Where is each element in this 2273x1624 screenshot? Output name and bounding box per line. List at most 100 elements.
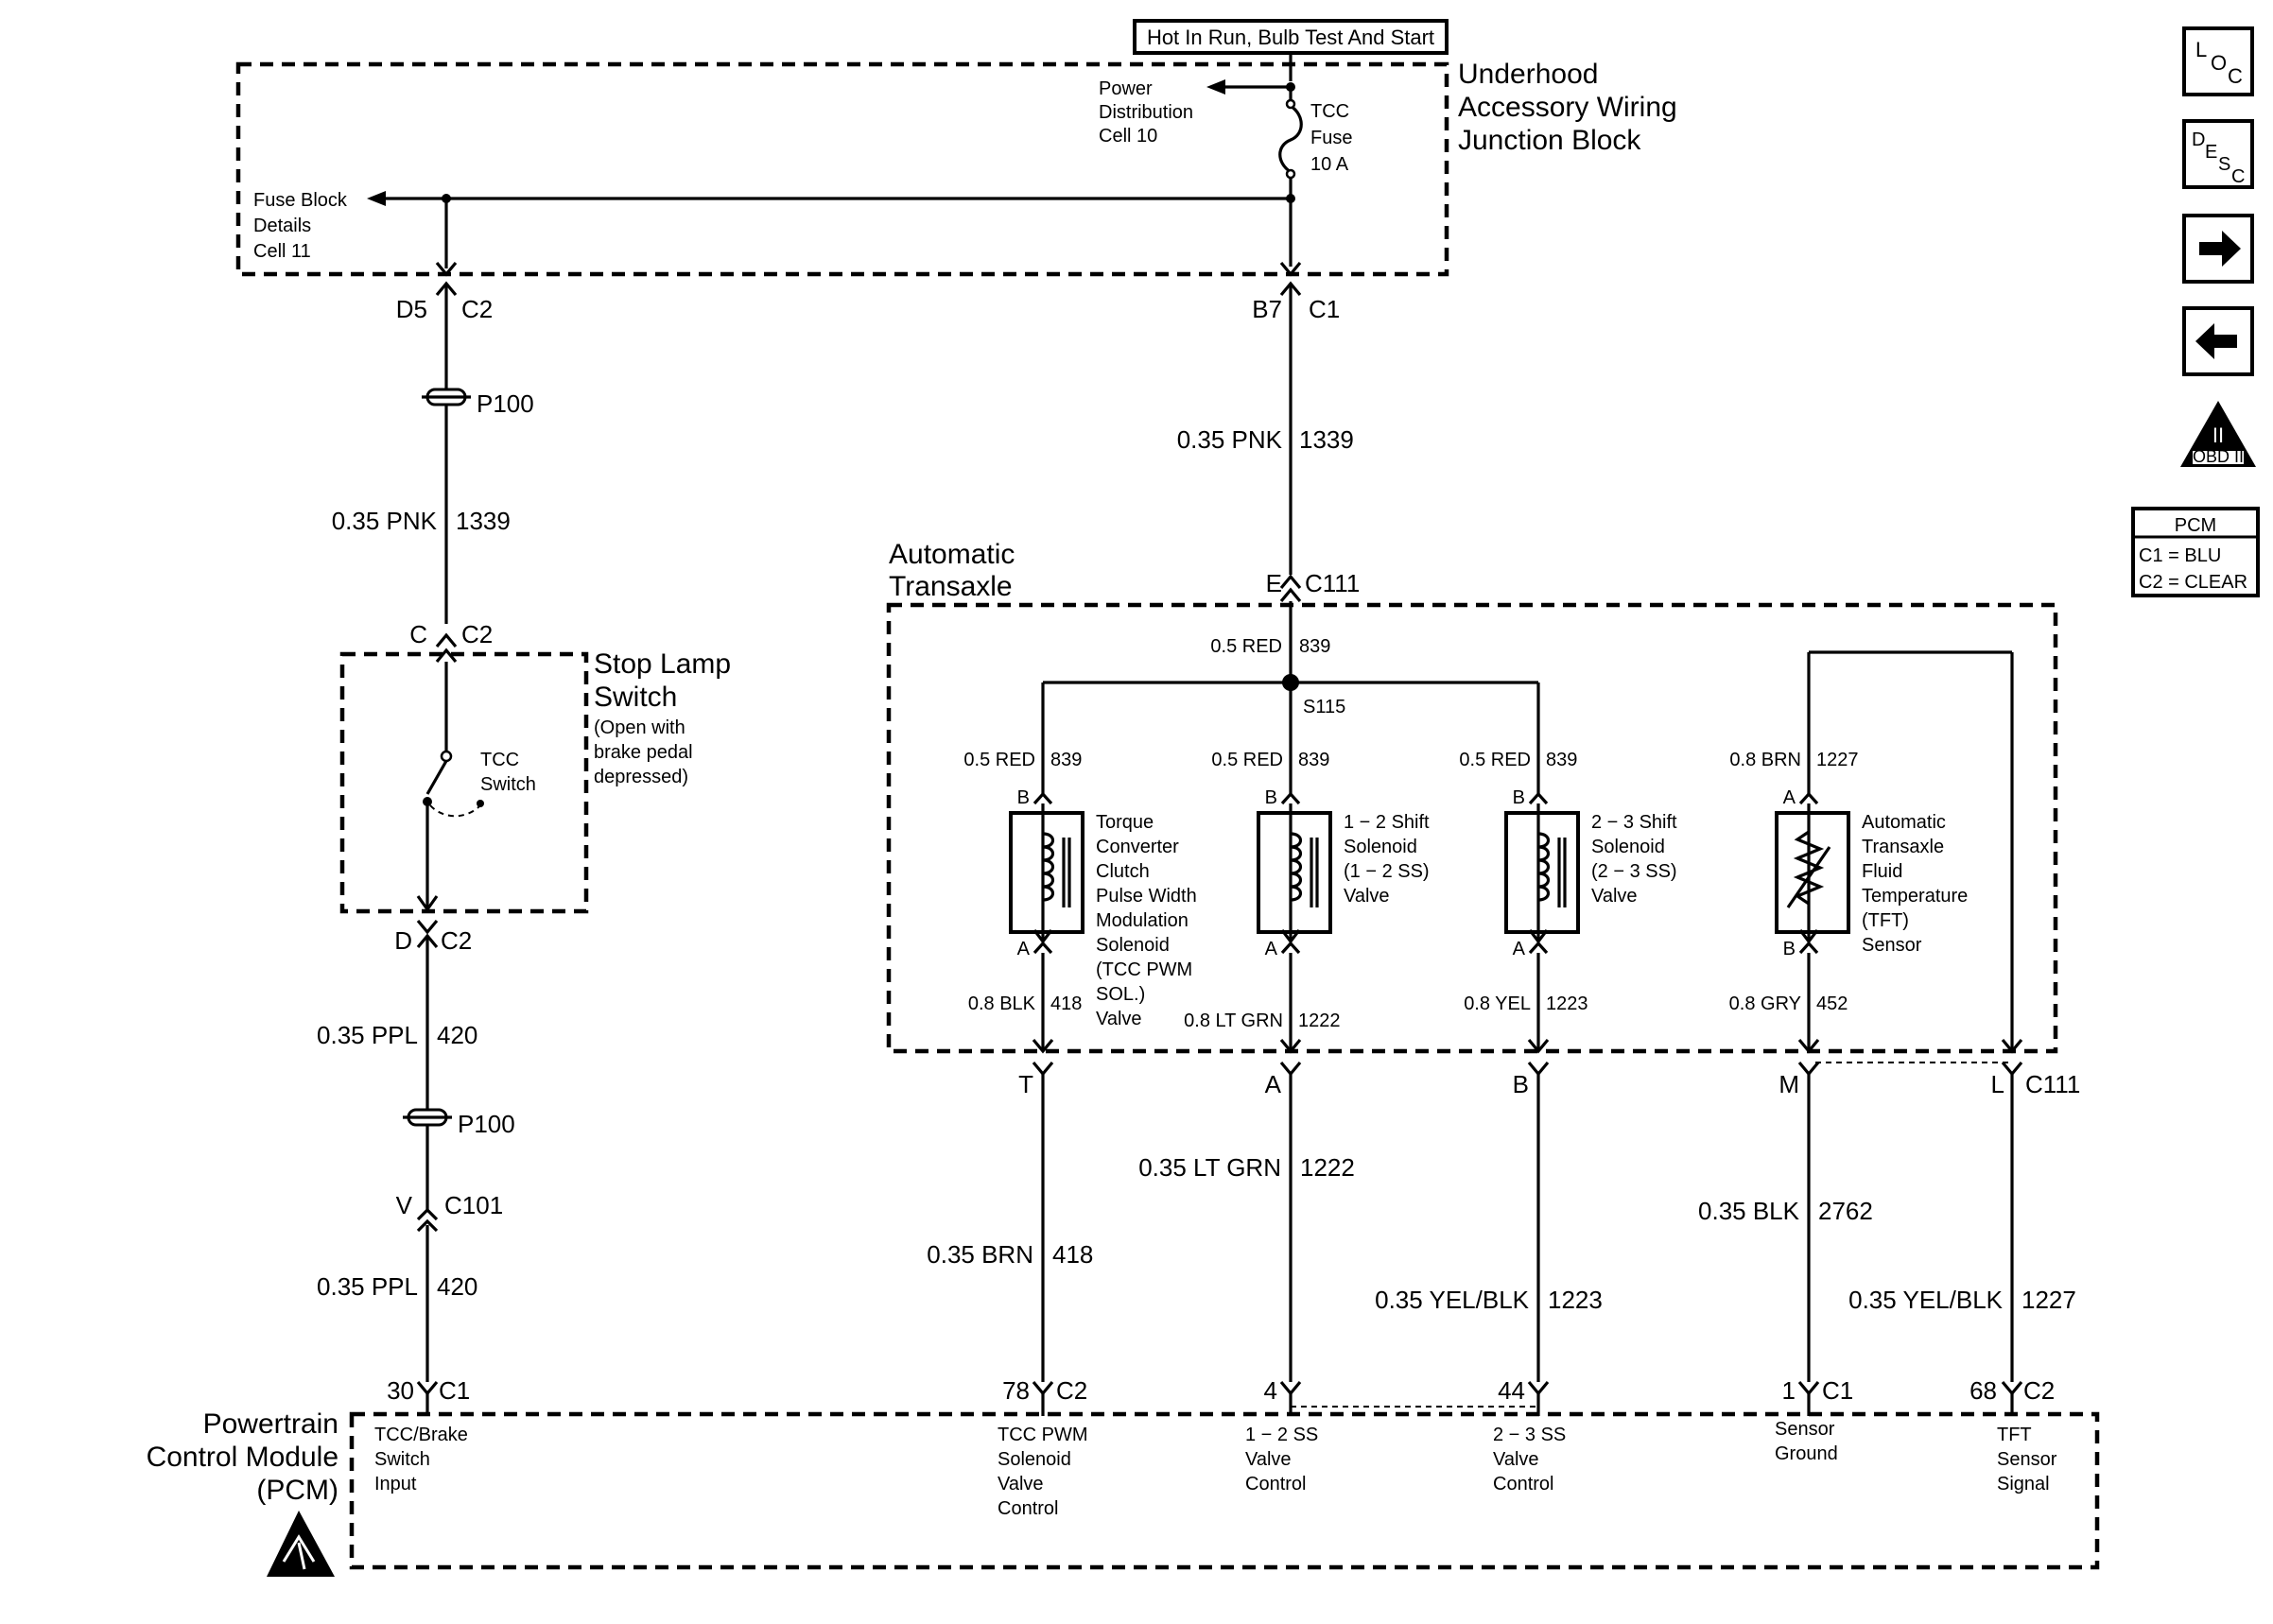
component-name: Temperature <box>1862 886 1968 907</box>
wire-circuit: 1223 <box>1546 993 1588 1014</box>
wire-gauge: 0.35 PPL <box>317 1021 418 1049</box>
arrow-down-icon <box>1032 1038 1054 1054</box>
pcm-input-label: Control <box>998 1498 1058 1519</box>
wire-circuit: 452 <box>1816 993 1848 1014</box>
loc-letter: O <box>2211 51 2227 75</box>
connector-icon <box>1527 1380 1550 1396</box>
wire-circuit: 418 <box>1052 1240 1093 1269</box>
back-button[interactable] <box>2182 306 2254 376</box>
component-name: 1 − 2 Shift <box>1344 812 1430 833</box>
pcm-pin: 78 <box>1002 1376 1030 1405</box>
solenoid-coil-icon <box>1537 832 1551 902</box>
connector-id: C111 <box>2025 1070 2080 1098</box>
pcm-input-label: 2 − 3 SS <box>1493 1425 1566 1445</box>
stop-lamp-switch-note: brake pedal <box>594 742 693 763</box>
connector-pin: E <box>1266 569 1282 597</box>
pcm-input-label: TFT <box>1997 1425 2032 1445</box>
legend-title: PCM <box>2175 515 2216 536</box>
pcm-input-label: TCC PWM <box>998 1425 1088 1445</box>
component-name: Fluid <box>1862 861 1902 882</box>
pcm-outline <box>349 1411 2100 1570</box>
wire-circuit: 1339 <box>1299 425 1354 454</box>
pcm-pin: 1 <box>1782 1376 1796 1405</box>
wire-gauge: 0.35 PNK <box>1177 425 1283 454</box>
loc-button[interactable]: L O C <box>2182 26 2254 96</box>
pcm-input-label: Solenoid <box>998 1449 1071 1470</box>
connector-pin: D <box>394 926 412 955</box>
pcm-input-label: Switch <box>374 1449 430 1470</box>
pcm-pin: 30 <box>387 1376 414 1405</box>
obd-ii-button[interactable]: II OBD II <box>2180 401 2256 467</box>
connector-id: C2 <box>461 295 493 323</box>
arrow-down-icon <box>1527 1038 1550 1054</box>
wire-circuit: 1339 <box>456 507 511 535</box>
connector-id: C2 <box>441 926 472 955</box>
tcc-switch-label: Switch <box>480 774 536 795</box>
wire-gauge: 0.35 PPL <box>317 1272 418 1301</box>
connector-icon <box>1032 1380 1054 1396</box>
pcm-pin: 68 <box>1969 1376 1997 1405</box>
component-pin: B <box>1265 787 1277 808</box>
wire-circuit: 839 <box>1299 636 1330 657</box>
legend-entry: C1 = BLU <box>2139 545 2221 566</box>
power-distribution-label: Cell 10 <box>1099 126 1157 147</box>
splice-label: P100 <box>458 1110 515 1138</box>
hot-in-run-text: Hot In Run, Bulb Test And Start <box>1147 26 1434 49</box>
pcm-input-label: TCC/Brake <box>374 1425 468 1445</box>
wire-circuit: 2762 <box>1818 1197 1873 1225</box>
wire-circuit: 1222 <box>1300 1153 1355 1182</box>
wire-gauge: 0.35 BRN <box>927 1240 1033 1269</box>
splice-label: P100 <box>477 389 534 418</box>
pcm-connector: C1 <box>1822 1376 1853 1405</box>
pcm-pin: 44 <box>1498 1376 1525 1405</box>
fuse-block-label: Fuse Block <box>253 190 348 211</box>
component-pin: A <box>1017 939 1031 959</box>
connector-pin: V <box>396 1191 413 1219</box>
transaxle-title: Automatic <box>889 539 1015 570</box>
wire-circuit: 418 <box>1050 993 1082 1014</box>
solenoid-coil-icon <box>1290 832 1303 902</box>
tcc-fuse-label: Fuse <box>1310 128 1352 148</box>
pcm-input-label: Ground <box>1775 1443 1838 1464</box>
loc-letter: C <box>2228 64 2243 88</box>
wire-gauge: 0.35 BLK <box>1698 1197 1800 1225</box>
connector-pin: M <box>1778 1070 1799 1098</box>
pcm-input-label: Valve <box>1493 1449 1539 1470</box>
connector-id: C1 <box>1309 295 1340 323</box>
pcm-input-label: Sensor <box>1775 1419 1835 1440</box>
component-name: (TCC PWM <box>1096 959 1192 980</box>
pcm-connector: C2 <box>2023 1376 2055 1405</box>
pcm-input-label: Signal <box>1997 1474 2050 1494</box>
connector-icon <box>1279 1380 1302 1396</box>
pcm-connector: C1 <box>439 1376 470 1405</box>
wire-circuit: 1227 <box>2021 1286 2076 1314</box>
component-name: Valve <box>1344 886 1390 907</box>
component-name: Valve <box>1096 1009 1142 1029</box>
connector-icon <box>1279 1061 1302 1077</box>
connector-icon <box>1798 941 1819 955</box>
pcm-input-label: Input <box>374 1474 417 1494</box>
desc-button[interactable]: D E S C <box>2182 119 2254 189</box>
wire-circuit: 420 <box>437 1272 477 1301</box>
junction-block-title: Junction Block <box>1458 125 1641 156</box>
variable-resistor-arrow <box>1786 846 1831 908</box>
next-button[interactable] <box>2182 214 2254 284</box>
component-name: (1 − 2 SS) <box>1344 861 1430 882</box>
thermistor-icon <box>1793 830 1825 906</box>
component-pin: A <box>1513 939 1526 959</box>
connector-icon <box>435 261 458 277</box>
wire-circuit: 420 <box>437 1021 477 1049</box>
stop-lamp-switch-title: Switch <box>594 682 677 713</box>
tcc-fuse-label: 10 A <box>1310 154 1349 175</box>
connector-icon <box>1797 1380 1820 1396</box>
pcm-input-label: Control <box>1493 1474 1553 1494</box>
splice-label: S115 <box>1303 697 1345 717</box>
connector-id: C101 <box>444 1191 503 1219</box>
component-name: SOL.) <box>1096 984 1145 1005</box>
fuse-block-label: Cell 11 <box>253 241 311 262</box>
connector-id: C2 <box>461 620 493 648</box>
connector-id: C111 <box>1305 569 1360 597</box>
wire-gauge: 0.35 YEL/BLK <box>1848 1286 2004 1314</box>
